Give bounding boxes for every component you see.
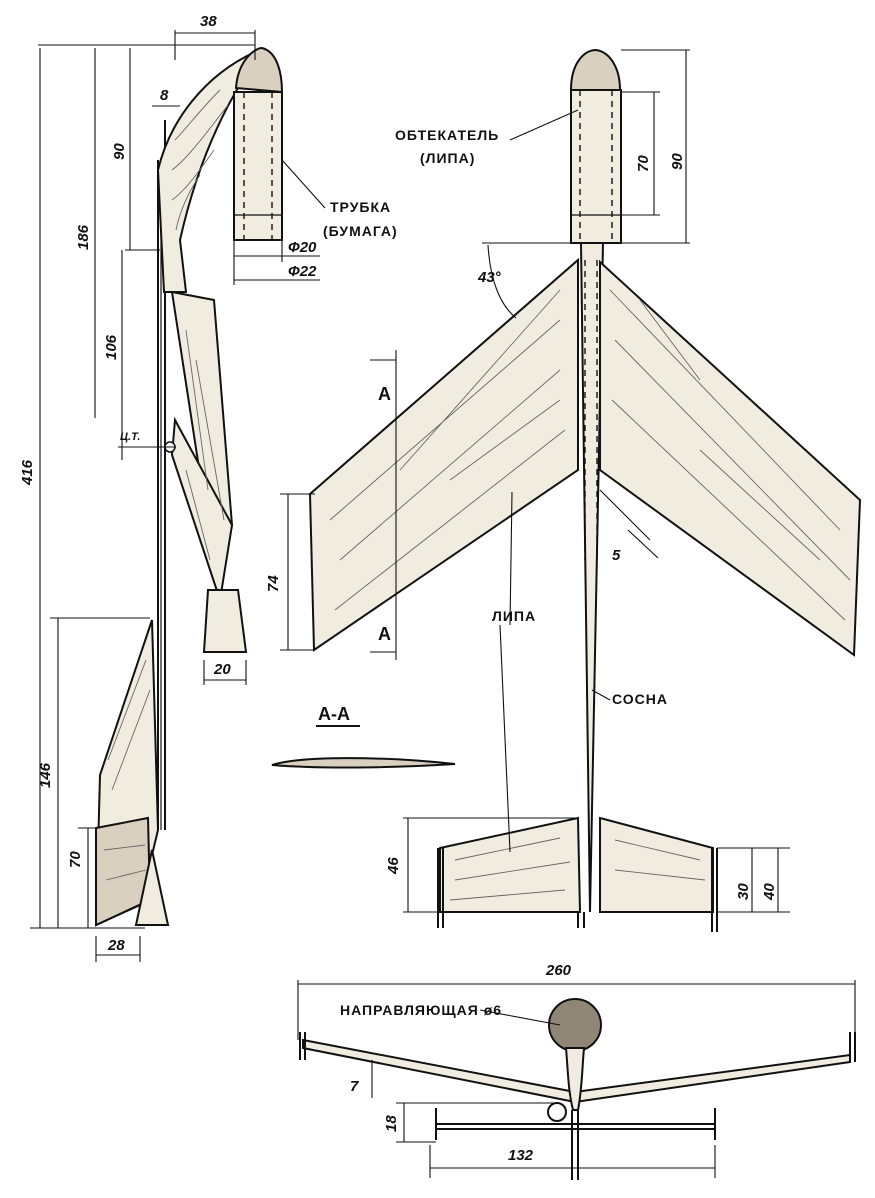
tube-label: ТРУБКА: [330, 199, 391, 215]
dim-416: 416: [19, 459, 36, 486]
dim-phi22: Ф22: [288, 263, 317, 280]
section-a-top: А: [378, 384, 391, 404]
dim-106: 106: [103, 334, 120, 360]
section-title: А-А: [318, 704, 350, 724]
dim-8: 8: [160, 87, 169, 104]
dim-20: 20: [213, 661, 231, 678]
dim-260: 260: [545, 962, 572, 979]
lipa-label: ЛИПА: [492, 608, 536, 624]
dim-28: 28: [107, 937, 125, 954]
fairing-label: ОБТЕКАТЕЛЬ: [395, 127, 499, 143]
side-view: Ц.Т. 38 8 90 186 106 416 146 70 28 20 Ф2…: [19, 13, 398, 962]
section-a-a: А-А: [271, 704, 456, 769]
dim-phi20: Ф20: [288, 239, 317, 256]
guide-label: НАПРАВЛЯЮЩАЯ ø6: [340, 1002, 502, 1018]
dim-186: 186: [75, 224, 92, 250]
dim-90-top: 90: [669, 153, 686, 170]
section-a-bottom: А: [378, 624, 391, 644]
dim-angle-43: 43°: [477, 269, 502, 286]
fairing-material-label: (ЛИПА): [420, 150, 475, 166]
dim-132: 132: [508, 1147, 534, 1164]
dim-30: 30: [735, 883, 752, 900]
dim-70-top: 70: [635, 155, 652, 172]
dim-74: 74: [265, 575, 282, 592]
dim-70-side: 70: [67, 851, 84, 868]
top-view: 43° 90 70 74 5 А А 46 30 40 ОБТЕКАТЕЛЬ (…: [265, 48, 862, 932]
front-view: 260 132 18 7 НАПРАВЛЯЮЩАЯ ø6: [297, 962, 856, 1180]
dim-18: 18: [383, 1115, 400, 1132]
dim-40: 40: [761, 883, 778, 901]
tube-material-label: (БУМАГА): [323, 223, 398, 239]
cg-label: Ц.Т.: [120, 431, 140, 443]
dim-38: 38: [200, 13, 217, 30]
dim-46: 46: [385, 857, 402, 875]
dim-5: 5: [612, 547, 621, 564]
dim-7: 7: [350, 1078, 359, 1095]
pine-label: СОСНА: [612, 691, 668, 707]
dim-90-side: 90: [111, 143, 128, 160]
dim-146: 146: [37, 762, 54, 788]
